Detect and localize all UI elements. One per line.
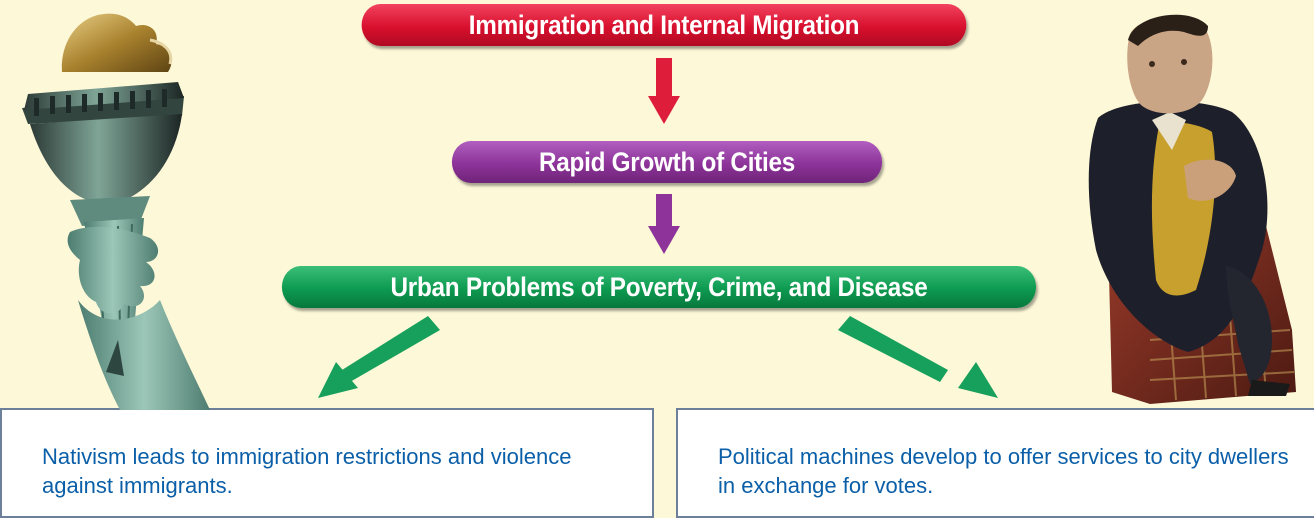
torch-cup: [30, 114, 182, 205]
figure-head: [1127, 16, 1213, 114]
outcome-box-nativism: Nativism leads to immigration restrictio…: [0, 408, 654, 518]
outcome-text-political-machines: Political machines develop to offer serv…: [718, 444, 1289, 498]
step-rapid-growth-cities: Rapid Growth of Cities: [451, 141, 883, 183]
torch-flame: [61, 13, 172, 73]
arrow-step3-to-political-machines: [838, 316, 998, 398]
step-urban-problems: Urban Problems of Poverty, Crime, and Di…: [281, 266, 1037, 308]
step-urban-problems-label: Urban Problems of Poverty, Crime, and Di…: [390, 272, 928, 302]
statue-hand: [67, 226, 159, 314]
statue-of-liberty-torch-image: [22, 13, 210, 410]
outcome-text-nativism: Nativism leads to immigration restrictio…: [42, 444, 572, 498]
arrow-step3-to-nativism: [318, 316, 440, 398]
statue-arm: [78, 300, 210, 410]
figure-hands: [1184, 159, 1236, 201]
arrow-step1-to-step2: [648, 58, 680, 124]
arrow-step2-to-step3: [648, 194, 680, 254]
political-machine-bank-figure-image: [1088, 14, 1296, 404]
step-immigration-migration-label: Immigration and Internal Migration: [468, 10, 860, 40]
step-immigration-migration: Immigration and Internal Migration: [361, 4, 967, 46]
step-rapid-growth-cities-label: Rapid Growth of Cities: [539, 147, 795, 177]
